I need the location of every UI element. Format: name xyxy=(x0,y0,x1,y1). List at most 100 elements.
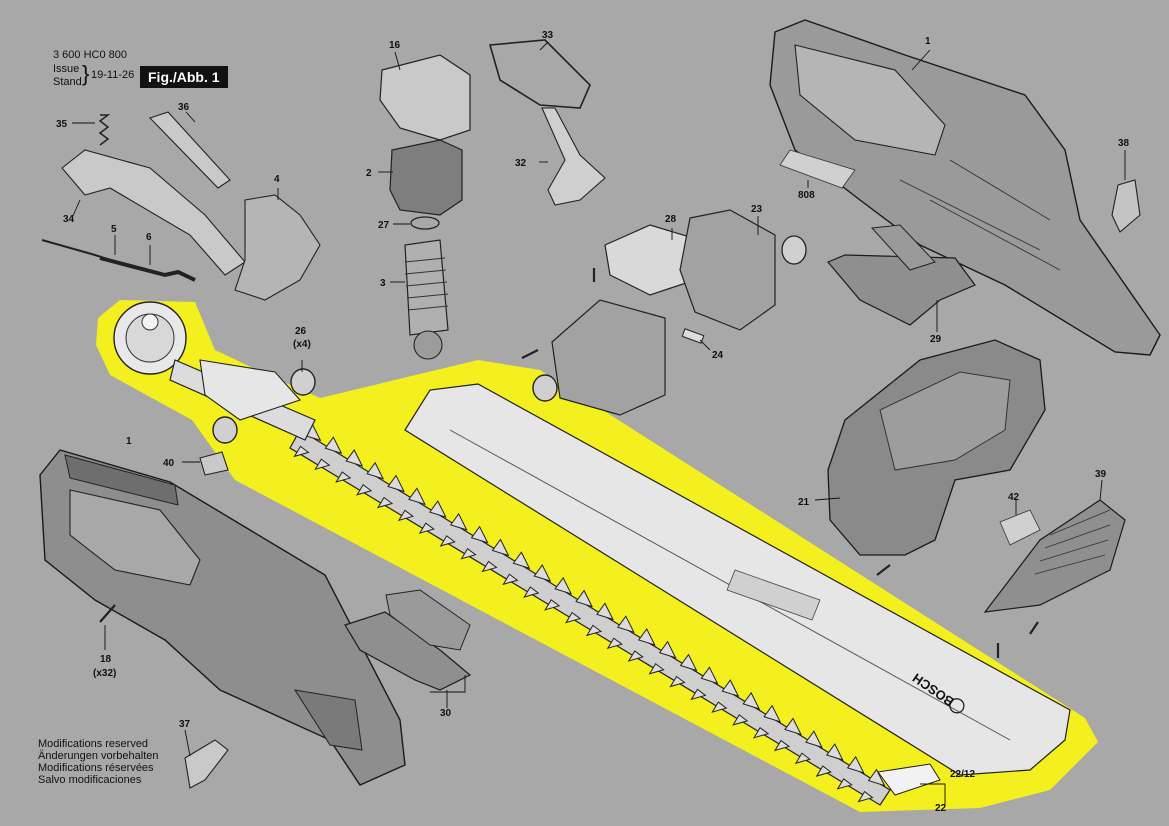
blade-tooth-lower xyxy=(397,509,415,522)
callout-3: 3 xyxy=(380,278,386,289)
housing-trigger-area xyxy=(293,689,363,751)
blade-tooth-upper xyxy=(428,500,447,518)
callout-6: 6 xyxy=(146,232,152,243)
issue-label-en: Issue xyxy=(53,63,80,75)
handle-guard-part xyxy=(827,254,976,326)
blade-tooth-lower xyxy=(606,637,623,650)
issue-label: Issue Stand xyxy=(53,63,82,89)
upper-housing-half xyxy=(769,19,1161,356)
callout-labels: 1 1 2 3 4 5 6 16 18 (x32) 21 22 22/12 23… xyxy=(56,30,1130,814)
latch-part-38 xyxy=(1111,179,1141,233)
blade-tooth-lower xyxy=(732,714,749,726)
screw-18 xyxy=(99,604,116,623)
blade-tooth-upper xyxy=(679,653,698,672)
blade-tooth-lower xyxy=(753,726,770,739)
gear-drive-head xyxy=(113,301,316,441)
blade-tooth-upper xyxy=(533,564,552,582)
callout-18-qty: (x32) xyxy=(93,668,116,679)
blade-tooth-upper xyxy=(366,461,385,480)
callout-21: 21 xyxy=(798,497,810,508)
blade-tooth-upper xyxy=(700,666,719,685)
blade-tooth-lower xyxy=(523,586,540,598)
blade-tooth-lower xyxy=(564,611,582,624)
blade-tooth-upper xyxy=(867,768,886,787)
motor-pinion-gear xyxy=(413,330,443,360)
handle-guard-arm xyxy=(870,224,936,271)
motor-armature-3 xyxy=(404,239,449,336)
blade-tooth-upper xyxy=(846,755,865,774)
callout-1-lower: 1 xyxy=(126,436,132,447)
blade-tooth-lower xyxy=(376,496,394,509)
blade-cover-inner xyxy=(879,371,1011,471)
note-fr: Modifications réservées xyxy=(38,762,154,774)
callout-22-12: 22/12 xyxy=(950,769,975,780)
upper-housing-opening xyxy=(794,44,946,156)
blade-tooth-upper xyxy=(449,512,468,531)
blade-tooth-lower xyxy=(857,790,874,803)
blade-tooth-upper xyxy=(491,538,510,557)
callout-22: 22 xyxy=(935,803,947,814)
blade-tooth-lower xyxy=(794,752,811,765)
blade-tooth-lower xyxy=(481,560,498,573)
blade-tip xyxy=(877,763,941,796)
brand-logo-icon xyxy=(949,698,965,714)
callout-38: 38 xyxy=(1118,138,1130,149)
note-es: Salvo modificaciones xyxy=(38,774,142,786)
blade-tooth-upper xyxy=(637,628,656,646)
trigger-part-34 xyxy=(61,149,246,276)
blade-guard-slot xyxy=(726,569,821,621)
blade-tooth-lower xyxy=(648,663,665,675)
switch-module-4 xyxy=(234,194,321,301)
damper-ring-26a xyxy=(290,368,316,396)
callout-36: 36 xyxy=(178,102,190,113)
blade-tooth-upper xyxy=(387,474,405,493)
callout-2: 2 xyxy=(366,168,372,179)
blade-tooth-upper xyxy=(345,449,364,467)
blade-tooth-upper xyxy=(470,525,489,544)
callout-18: 18 xyxy=(100,654,112,665)
blade-tooth-lower xyxy=(293,445,310,458)
motor-bracket-16 xyxy=(379,54,471,141)
gearbox-seal xyxy=(781,235,807,265)
vent-cover-slats xyxy=(1034,509,1111,575)
blade-tooth-upper xyxy=(575,589,594,608)
blade-tooth-lower xyxy=(711,701,728,713)
blade-tooth-upper xyxy=(658,640,677,659)
blade-tooth-lower xyxy=(418,522,435,534)
damper-ring-26c xyxy=(532,374,558,402)
callout-42: 42 xyxy=(1008,492,1020,503)
housing-grip-opening xyxy=(69,489,201,586)
blade-tooth-upper xyxy=(742,691,761,710)
callout-34: 34 xyxy=(63,214,75,225)
blade-teeth xyxy=(293,423,886,803)
blade-tooth-upper xyxy=(825,743,844,761)
blade-tooth-upper xyxy=(784,717,802,736)
drive-gear-hub xyxy=(141,313,159,331)
issue-brace: } xyxy=(82,61,90,86)
gearbox-housing-23 xyxy=(679,209,776,331)
figure-badge: Fig./Abb. 1 xyxy=(140,66,228,88)
upper-housing-ribs xyxy=(899,159,1061,271)
blade-tooth-upper xyxy=(554,576,573,595)
callout-32: 32 xyxy=(515,158,527,169)
screw-d xyxy=(521,349,539,359)
note-de: Änderungen vorbehalten xyxy=(38,750,159,762)
motor-stator-2 xyxy=(389,139,463,216)
gear-bracket xyxy=(199,359,301,421)
lever-part-36 xyxy=(148,111,231,189)
blade-tooth-lower xyxy=(669,675,686,688)
blade-tooth-lower xyxy=(356,484,373,496)
damper-ring-26b xyxy=(212,416,238,444)
switch-handle-top xyxy=(385,589,471,651)
callout-26-qty: (x4) xyxy=(293,339,311,350)
hedge-blade-bar: BOSCH xyxy=(289,383,1071,806)
clip-part-37 xyxy=(184,739,229,789)
clip-part-40 xyxy=(199,451,229,476)
blade-tooth-lower xyxy=(815,765,832,777)
handle-frame-33 xyxy=(488,39,591,109)
cord-sleeve-6 xyxy=(99,256,196,282)
gearbox-pin-24 xyxy=(681,328,705,344)
part-number: 3 600 HC0 800 xyxy=(53,49,127,61)
motor-commutator-coil xyxy=(404,257,449,311)
blade-tooth-upper xyxy=(721,679,740,697)
